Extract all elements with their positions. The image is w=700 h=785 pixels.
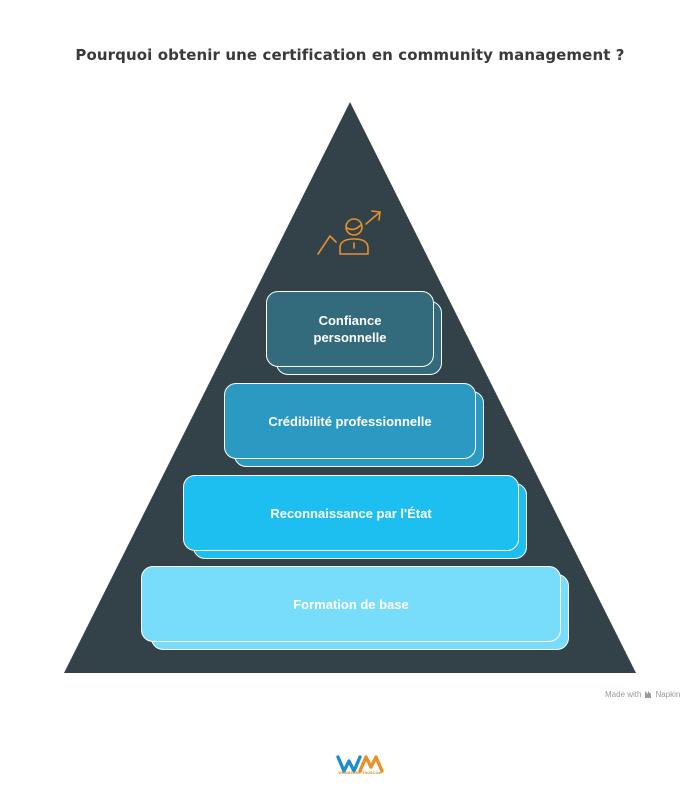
tier-credibilite-professionnelle: Crédibilité professionnelle bbox=[224, 383, 484, 467]
tier-reconnaissance-etat: Reconnaissance par l'État bbox=[183, 475, 527, 559]
made-with-napkin: Made with Napkin bbox=[605, 690, 680, 699]
napkin-brand-text: Napkin bbox=[655, 690, 681, 699]
logo-caption: WEBMARKETING&COM bbox=[338, 771, 382, 775]
made-with-text: Made with bbox=[605, 690, 642, 699]
tier-label: Formation de base bbox=[141, 566, 561, 642]
napkin-icon bbox=[645, 691, 652, 698]
tier-label: Reconnaissance par l'État bbox=[183, 475, 519, 551]
tier-label: Crédibilité professionnelle bbox=[224, 383, 476, 459]
tier-confiance-personnelle: Confiance personnelle bbox=[266, 291, 442, 377]
tier-label: Confiance personnelle bbox=[266, 291, 434, 367]
company-logo bbox=[336, 755, 384, 773]
diagram-title: Pourquoi obtenir une certification en co… bbox=[75, 46, 625, 64]
tier-formation-de-base: Formation de base bbox=[141, 566, 569, 650]
person-growth-icon bbox=[317, 210, 381, 255]
